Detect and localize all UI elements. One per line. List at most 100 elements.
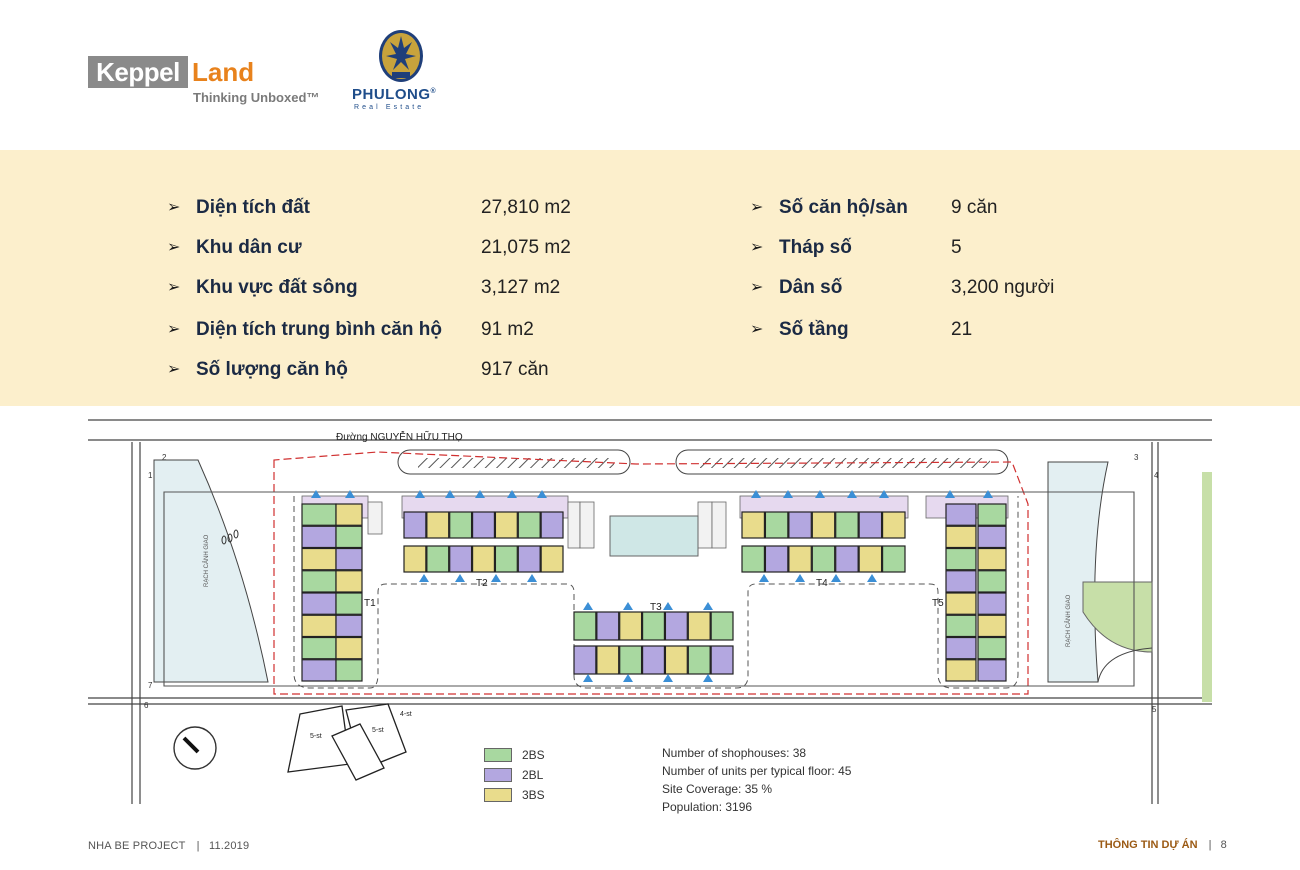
apartment-unit [596,611,620,641]
block-label: 5-st [372,727,384,734]
legend-swatch-2bl [484,768,512,782]
entry-arrow-icon [703,602,713,610]
apartment-unit [335,570,363,593]
entry-arrow-icon [751,490,761,498]
apartment-unit [301,636,337,660]
park-strip [1202,472,1212,702]
apartment-unit [335,659,363,682]
service-blocks [367,501,727,549]
page-number: 8 [1220,839,1227,851]
stat-shophouses: Number of shophouses: 38 [662,746,807,760]
entry-arrow-icon [491,574,501,582]
river-area-right [1047,461,1109,683]
apartment-unit [540,545,564,573]
grid-marker: 2 [162,453,167,462]
apartment-unit [977,636,1007,660]
info-value: 21,075 m2 [481,237,571,258]
project-stats: Number of shophouses: 38 Number of units… [662,746,922,822]
tower-label-t2: T2 [476,578,488,589]
apartment-unit [517,511,541,539]
apartment-unit [301,570,337,593]
apartment-unit [664,645,688,675]
info-label: Số căn hộ/sàn [779,197,908,218]
access-road-right [1097,647,1153,683]
north-arrow-icon [173,726,217,770]
footer-separator: | [1208,839,1212,851]
apartment-unit [945,659,977,682]
stat-population: Population: 3196 [662,800,753,814]
canal-label-right: RẠCH CẢNH GIAO [1065,594,1072,647]
apartment-unit [641,645,666,675]
legend-label: 2BS [522,748,545,762]
apartment-unit [710,611,734,641]
apartment-unit [945,547,977,571]
legend-label: 3BS [522,788,545,802]
apartment-unit [573,611,597,641]
entry-arrow-icon [475,490,485,498]
grid-marker: 5 [1152,705,1157,714]
apartment-unit [494,545,518,573]
legend-swatch-2bs [484,748,512,762]
entry-arrow-icon [795,574,805,582]
grid-marker: 6 [144,701,149,710]
apartment-unit [301,525,337,549]
apartment-unit [664,611,688,641]
apartment-unit [945,614,977,638]
apartment-unit [494,511,518,539]
info-label: Khu vực đất sông [196,277,358,298]
info-value: 917 căn [481,359,549,380]
apartment-unit [619,645,643,675]
apartment-unit [687,611,711,641]
bullet-arrow-icon: ➢ [750,239,764,256]
apartment-unit [977,503,1007,526]
clubhouse-pool [609,515,699,557]
entry-arrow-icon [507,490,517,498]
info-label: Dân số [779,277,843,298]
apartment-unit [403,511,427,539]
project-info-band: ➢ Diện tích đất 27,810 m2 ➢ Khu dân cư 2… [0,150,1300,406]
apartment-unit [881,511,906,539]
entry-arrow-icon [703,674,713,682]
phulong-emblem-icon [379,30,423,82]
apartment-unit [335,614,363,638]
bullet-arrow-icon: ➢ [750,199,764,216]
grid-marker: 1 [148,471,153,480]
info-label: Số tầng [779,319,849,340]
entry-arrow-icon [415,490,425,498]
footer-project-info: NHA BE PROJECT | 11.2019 [88,840,249,852]
apartment-unit [764,511,789,539]
phulong-logo: PHULONG® Real Estate [350,28,460,114]
footer-section-title: THÔNG TIN DỰ ÁN [1098,839,1198,851]
tower-label-t5: T5 [932,598,944,609]
info-value: 27,810 m2 [481,197,571,218]
apartment-unit [977,614,1007,638]
info-label: Số lượng căn hộ [196,359,348,380]
road-name-label: Đường NGUYỄN HỮU THỌ [336,430,463,443]
legend-swatch-3bs [484,788,512,802]
bullet-arrow-icon: ➢ [167,199,181,216]
bullet-arrow-icon: ➢ [167,239,181,256]
apartment-unit [741,545,766,573]
apartment-unit [517,545,541,573]
apartment-unit [573,645,597,675]
apartment-unit [977,592,1007,615]
entry-arrow-icon [583,674,593,682]
entry-arrow-icon [583,602,593,610]
keppel-land-word: Land [192,57,255,87]
apartment-unit [596,645,620,675]
apartment-unit [977,547,1007,571]
info-label: Khu dân cư [196,237,302,258]
bullet-arrow-icon: ➢ [167,279,181,296]
shophouse-blocks [287,703,407,781]
entry-arrow-icon [663,602,673,610]
info-value: 3,200 người [951,277,1055,298]
boat-shapes [221,529,239,545]
canal-label-left: RẠCH CẢNH GIAO [203,534,210,587]
internal-road [293,496,1019,689]
apartment-unit [764,545,789,573]
footer-section-info: THÔNG TIN DỰ ÁN | 8 [1098,839,1227,851]
median-hatch-left [418,458,614,468]
apartment-unit [301,659,337,682]
apartment-unit [741,511,766,539]
entry-arrow-icon [419,574,429,582]
